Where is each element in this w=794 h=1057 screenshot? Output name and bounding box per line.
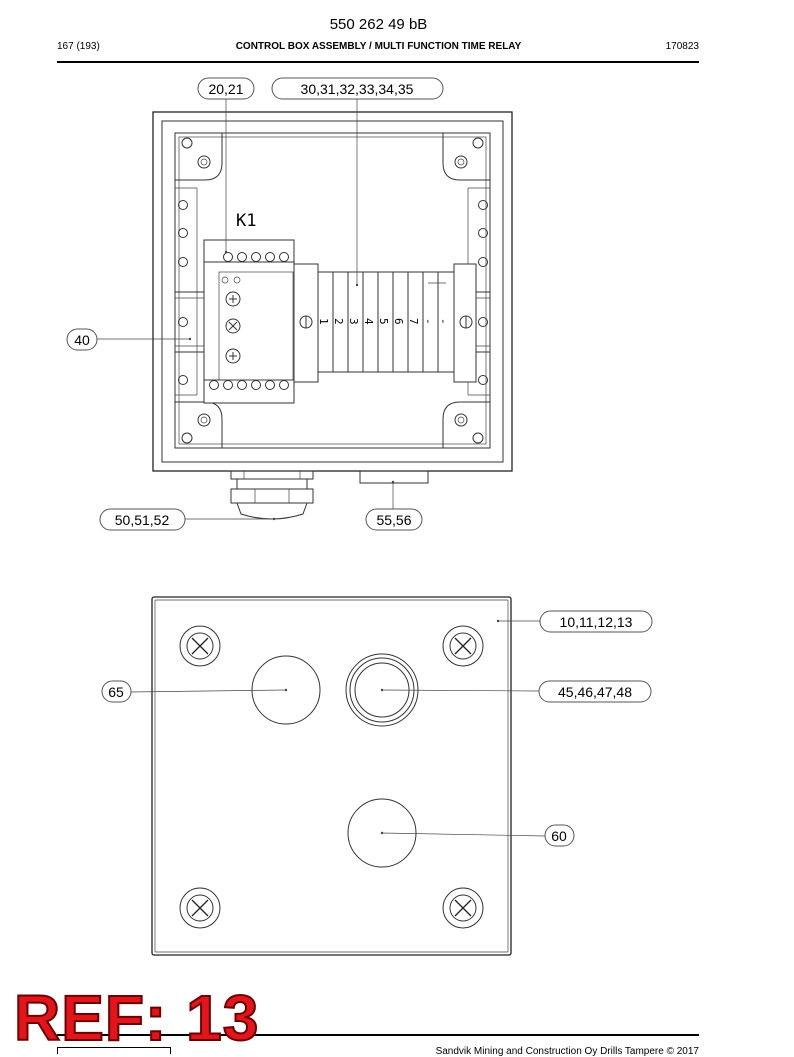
terminal-number: 7 <box>407 318 420 325</box>
callout-45-48: 45,46,47,48 <box>558 684 632 700</box>
terminal-number: - <box>437 318 450 325</box>
lid-hole <box>251 655 321 725</box>
relay-label: K1 <box>236 211 256 231</box>
footer-rule <box>57 1034 699 1036</box>
callout-50-52: 50,51,52 <box>115 512 170 528</box>
callouts-bottom: 10,11,12,13 65 45,46,47,48 60 <box>101 610 653 847</box>
footer-copyright: Sandvik Mining and Construction Oy Drill… <box>435 1046 699 1057</box>
document-number: 550 262 49 bB <box>329 16 428 33</box>
control-box-lid-view <box>151 596 512 956</box>
callout-40: 40 <box>74 332 90 348</box>
callout-30-35: 30,31,32,33,34,35 <box>301 81 414 97</box>
callout-20-21: 20,21 <box>208 81 243 97</box>
blanking-plug <box>359 470 429 484</box>
page-title: CONTROL BOX ASSEMBLY / MULTI FUNCTION TI… <box>235 41 522 52</box>
terminal-number: 2 <box>332 318 345 325</box>
page-number: 167 (193) <box>57 41 100 52</box>
terminal-number: 5 <box>377 318 390 325</box>
lid-hole <box>347 798 417 868</box>
date-code: 170823 <box>665 41 699 52</box>
callout-60: 60 <box>551 828 567 844</box>
corner-screw-icon <box>181 137 484 444</box>
sandvik-logo <box>57 1047 171 1054</box>
callout-10-13: 10,11,12,13 <box>560 614 633 630</box>
callout-65: 65 <box>108 684 124 700</box>
terminal-number: 1 <box>317 318 330 325</box>
cable-gland <box>230 470 314 520</box>
callout-55-56: 55,56 <box>376 512 411 528</box>
terminal-number: 3 <box>347 318 360 325</box>
terminal-number: 4 <box>362 318 375 325</box>
terminal-number: 6 <box>392 318 405 325</box>
header-rule <box>57 61 699 63</box>
terminal-block <box>293 263 477 383</box>
lid-screw-icon <box>179 625 484 929</box>
control-box-interior-view: K1 1 2 3 4 5 6 7 - - <box>152 111 513 520</box>
callouts-top: 20,21 30,31,32,33,34,35 40 50,51,52 55,5… <box>66 77 444 531</box>
ref-stamp: REF: 13 <box>13 982 260 1054</box>
terminal-numbers: 1 2 3 4 5 6 7 - - <box>317 318 450 325</box>
time-relay-k1 <box>203 239 295 404</box>
terminal-number: - <box>422 318 435 325</box>
